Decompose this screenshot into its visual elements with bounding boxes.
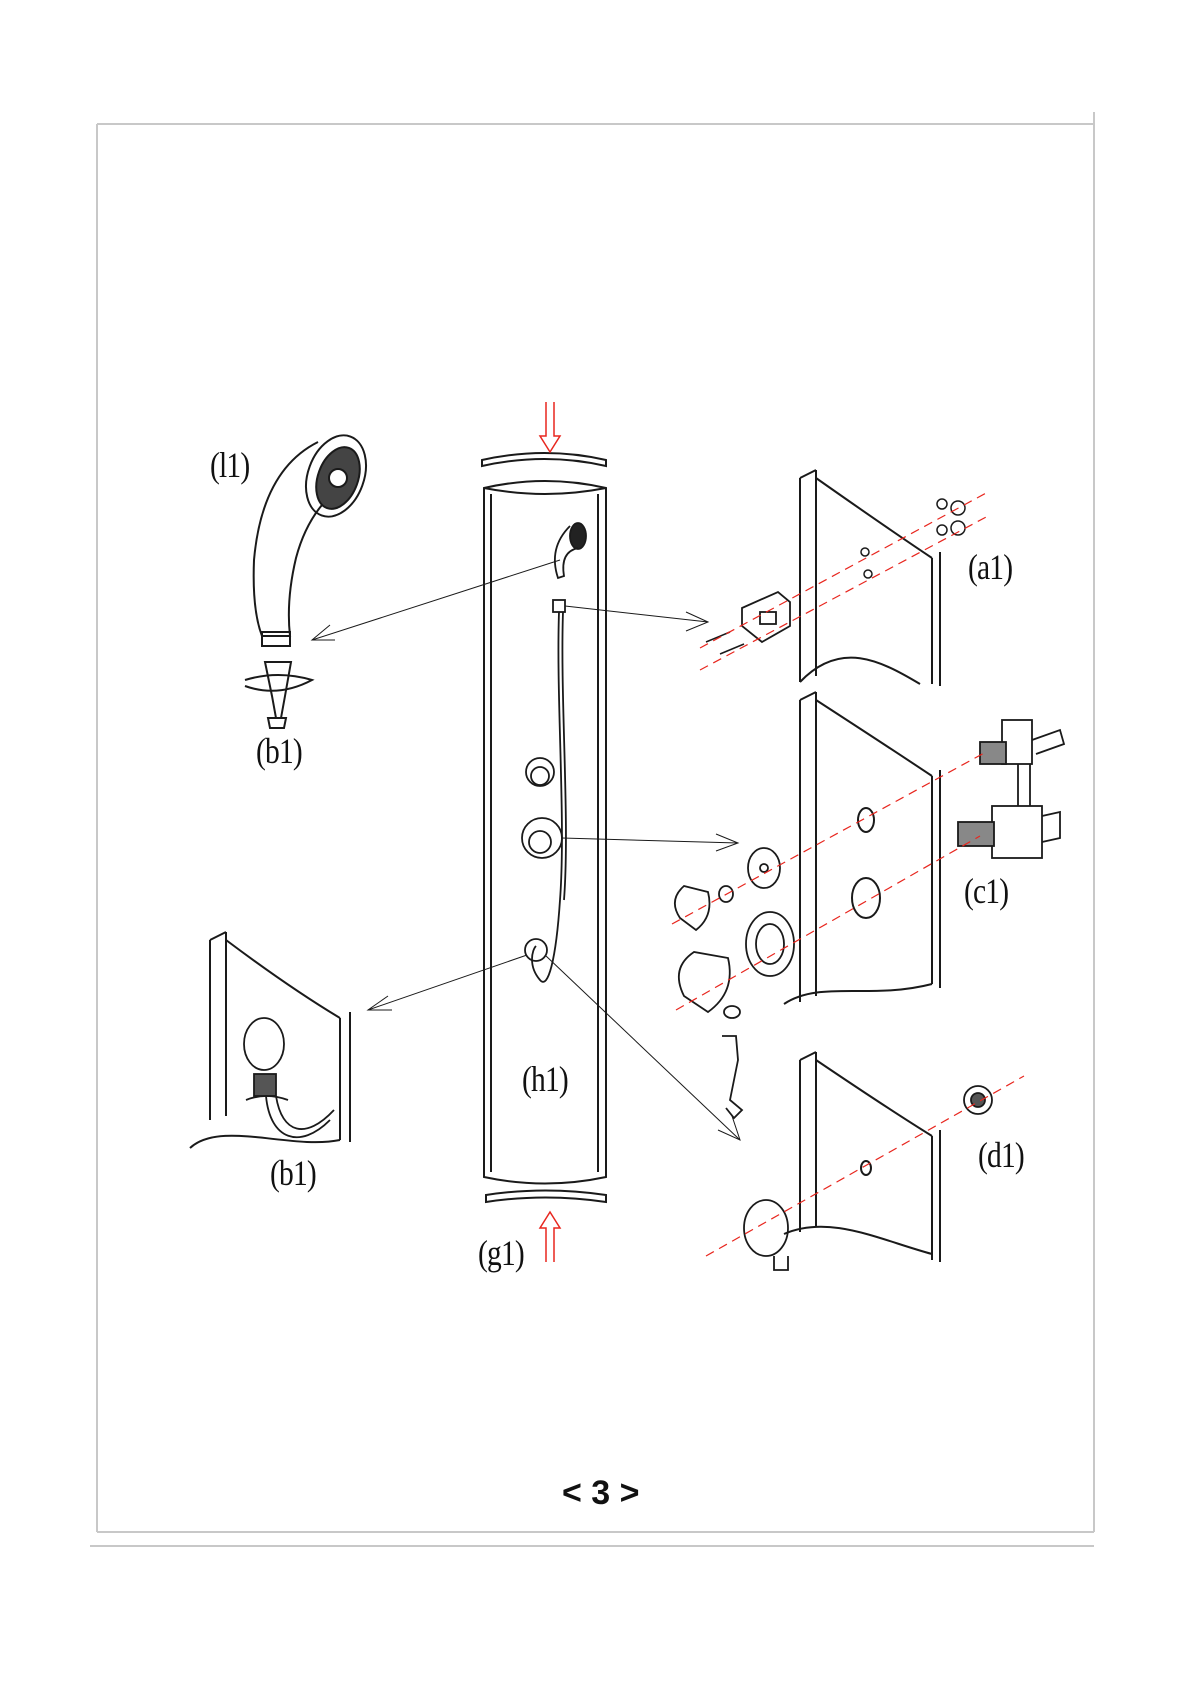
hand-shower-l1: [254, 427, 377, 646]
panel-outlet: [525, 939, 547, 961]
thermostatic-valve-c1: [958, 720, 1064, 858]
page-frame: [90, 112, 1094, 1546]
panel-knob-lower: [522, 818, 562, 858]
top-cap: [482, 453, 606, 466]
panel-hand-shower: [555, 523, 586, 578]
panel-holder: [553, 600, 565, 612]
guide-lines-c1: [672, 752, 986, 1010]
label-b1-top: (b1): [256, 730, 302, 772]
panel-section-c1: [784, 692, 940, 1004]
panel-knob-upper: [526, 758, 554, 786]
label-c1: (c1): [964, 870, 1008, 912]
guide-lines-a1: [700, 492, 988, 670]
bottom-cap: [486, 1191, 606, 1203]
page-number: < 3 >: [562, 1474, 640, 1513]
insert-arrow-top: [540, 402, 560, 452]
cone-connector-b1: [245, 662, 312, 728]
panel-section-d1: [784, 1052, 940, 1262]
wall-bracket: [742, 592, 790, 642]
trim-parts-c1: [675, 848, 794, 1118]
label-l1: (l1): [210, 444, 249, 486]
insert-arrow-bottom: [540, 1212, 560, 1262]
wall-outlet-b1: [244, 1018, 334, 1137]
nut-d1: [964, 1086, 992, 1114]
label-d1: (d1): [978, 1134, 1024, 1176]
label-h1: (h1): [522, 1058, 568, 1100]
label-a1: (a1): [968, 546, 1012, 588]
label-b1-bottom: (b1): [270, 1152, 316, 1194]
screws-a1: [706, 499, 965, 654]
wall-outlet-d1: [744, 1200, 788, 1270]
label-g1: (g1): [478, 1232, 524, 1274]
panel-hose: [532, 612, 566, 982]
